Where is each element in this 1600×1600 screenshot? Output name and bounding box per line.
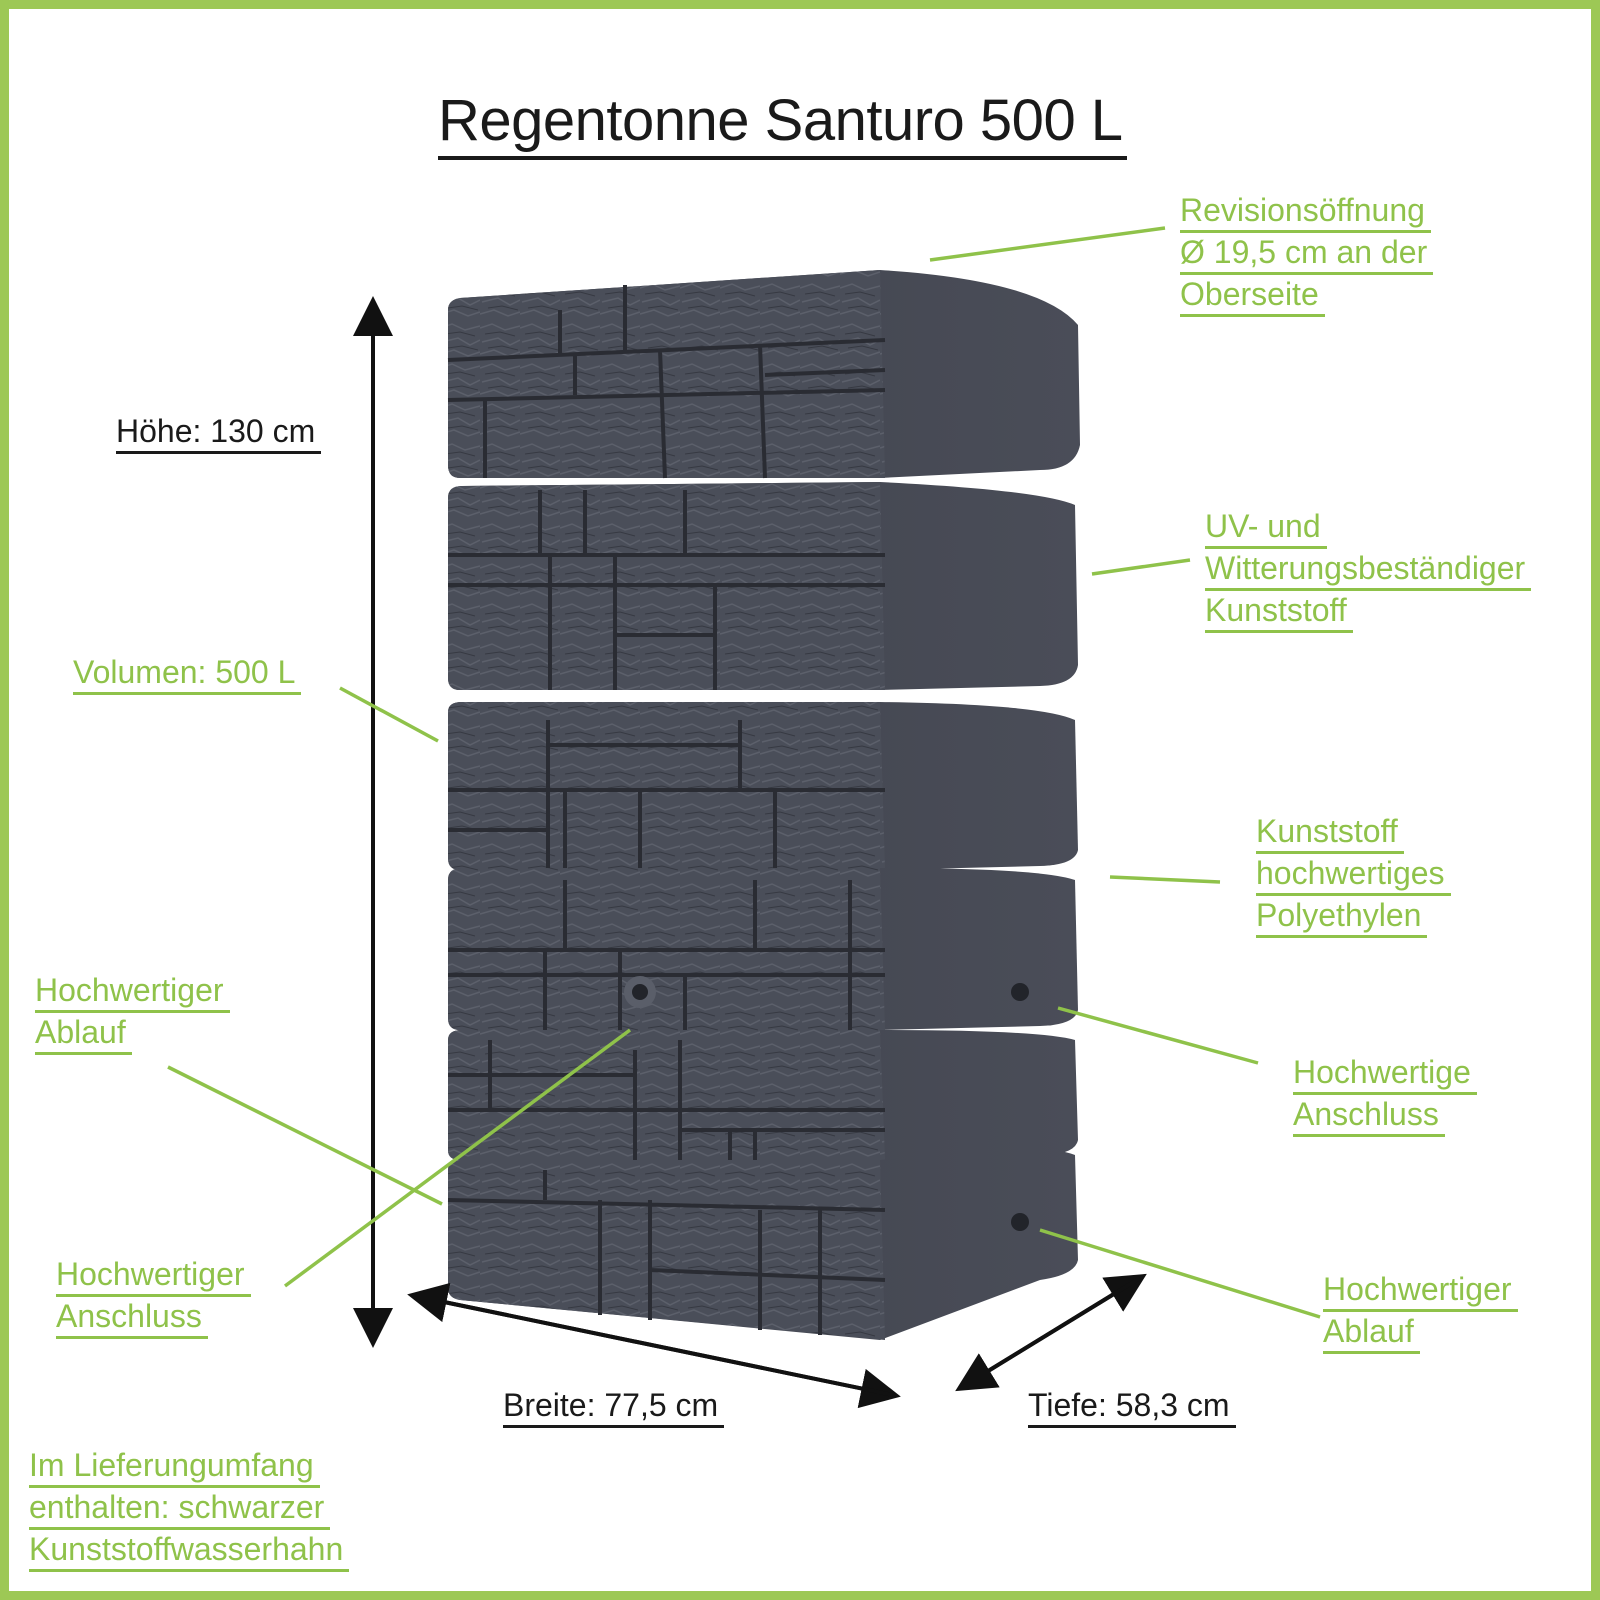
callout-revision: Revisionsöffnung Ø 19,5 cm an der Oberse… [1180, 191, 1434, 317]
side-connection-icon [1011, 983, 1029, 1001]
callout-connection-left: Hochwertiger Anschluss [56, 1255, 251, 1339]
callout-line-text: Kunststoff [1205, 591, 1353, 633]
callout-line-text: Anschluss [1293, 1095, 1445, 1137]
callout-line-text: UV- und [1205, 507, 1327, 549]
tank-segment [448, 702, 1078, 870]
callout-line-text: Hochwertige [1293, 1053, 1477, 1095]
callout-outlet-right: Hochwertiger Ablauf [1323, 1270, 1518, 1354]
tank-segment [448, 1030, 1078, 1160]
rain-barrel [447, 270, 1080, 1340]
callout-line-text: Revisionsöffnung [1180, 191, 1431, 233]
callout-line-text: Oberseite [1180, 275, 1325, 317]
height-label: Höhe: 130 cm [116, 412, 322, 454]
callout-line-text: Im Lieferungumfang [29, 1446, 320, 1488]
callout-uv: UV- und Witterungsbeständiger Kunststoff [1205, 507, 1532, 633]
callout-connection-right: Hochwertige Anschluss [1293, 1053, 1477, 1137]
leader-lines [167, 226, 1321, 1319]
callout-line-text: Anschluss [56, 1297, 208, 1339]
callout-line-text: Kunststoffwasserhahn [29, 1530, 350, 1572]
callout-line-text: Hochwertiger [1323, 1270, 1518, 1312]
side-outlet-icon [1011, 1213, 1029, 1231]
callout-outlet-left: Hochwertiger Ablauf [35, 971, 230, 1055]
callout-line-text: hochwertiges [1256, 854, 1451, 896]
page-title: Regentonne Santuro 500 L [438, 86, 1127, 160]
width-label: Breite: 77,5 cm [503, 1386, 725, 1428]
tank-segment [448, 868, 1078, 1030]
callout-line-text: Hochwertiger [56, 1255, 251, 1297]
tank-segment [447, 1148, 1078, 1340]
callout-line-text: Tiefe: 58,3 cm [1028, 1386, 1236, 1428]
callout-line-text: Hochwertiger [35, 971, 230, 1013]
callout-line-text: Ablauf [1323, 1312, 1420, 1354]
callout-line-text: Breite: 77,5 cm [503, 1386, 725, 1428]
callout-line-text: Kunststoff [1256, 812, 1404, 854]
tank-segment [448, 482, 1078, 690]
callout-line-text: Ablauf [35, 1013, 132, 1055]
tank-segment [447, 270, 1080, 479]
callout-line-text: Polyethylen [1256, 896, 1428, 938]
callout-line-text: enthalten: schwarzer [29, 1488, 331, 1530]
callout-line-text: Höhe: 130 cm [116, 412, 322, 454]
callout-material: Kunststoff hochwertiges Polyethylen [1256, 812, 1451, 938]
callout-line-text: Ø 19,5 cm an der [1180, 233, 1434, 275]
callout-volume: Volumen: 500 L [73, 653, 302, 695]
callout-line-text: Volumen: 500 L [73, 653, 302, 695]
callout-delivery: Im Lieferungumfang enthalten: schwarzer … [29, 1446, 350, 1572]
callout-line-text: Witterungsbeständiger [1205, 549, 1532, 591]
depth-label: Tiefe: 58,3 cm [1028, 1386, 1236, 1428]
